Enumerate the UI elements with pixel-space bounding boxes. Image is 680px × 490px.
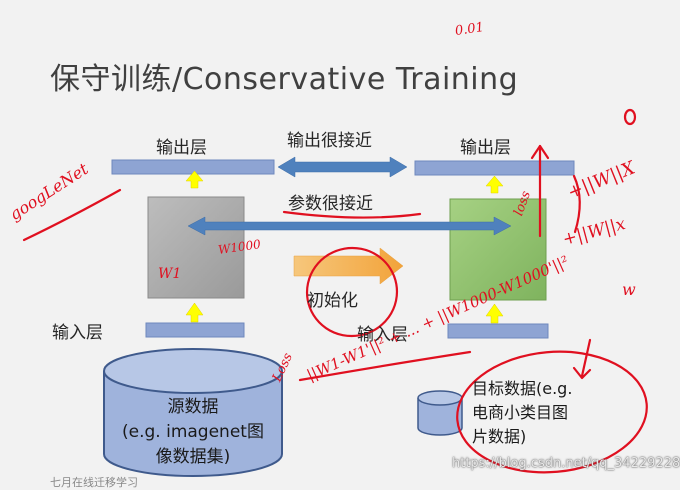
note-w-right-text: w [622,280,636,299]
initialize-label: 初始化 [307,291,358,311]
source-data-text: 源数据 (e.g. imagenet图 像数据集) [104,395,282,470]
output-close-label: 输出很接近 [287,131,372,151]
bottom-arrow-mark [572,338,592,380]
right-curve-mark [572,174,581,234]
target-model-block [449,198,547,301]
source-model-block [147,196,245,299]
output-close-arrow-icon [277,156,408,178]
source-input-label: 输入层 [52,323,103,343]
target-output-arrow-icon [485,175,504,194]
source-output-label: 输出层 [156,138,207,158]
top-circle-mark [623,108,637,126]
target-input-label: 输入层 [357,325,408,345]
source-output-arrow-icon [185,170,204,189]
source-input-arrow-icon [185,302,204,323]
target-data-text: 目标数据(e.g. 电商小类目图 片数据) [472,377,592,449]
params-close-arrow-icon [187,216,512,236]
diagram-canvas [22,108,648,477]
target-data-example: 电商小类目图 [472,403,569,422]
watermark: https://blog.csdn.net/qq_34229228 [452,456,680,471]
note-w1-text: W1 [158,266,182,282]
target-data-circle-mark [456,350,648,474]
target-data-example-cont: 片数据) [472,427,527,446]
note-circle-text: 0 [622,104,623,105]
target-input-layer [447,323,549,339]
slide-title: 保守训练/Conservative Training [50,62,519,97]
target-input-arrow-icon [485,303,504,324]
source-data-example: (e.g. imagenet图 [122,422,264,442]
source-data-cylinder [103,348,283,477]
source-input-layer [145,322,245,338]
target-data-cylinder [417,390,463,436]
init-circle-mark [305,246,399,338]
params-close-label: 参数很接近 [288,194,373,214]
loss-arrow-head-icon [530,144,550,160]
source-data-example-cont: 像数据集) [155,447,231,467]
target-data-title: 目标数据(e.g. [472,379,573,398]
handwritten-annotations [22,108,648,474]
left-scribble-mark [22,188,122,242]
source-data-title: 源数据 [167,397,219,417]
init-arrow-icon [293,247,404,285]
target-output-layer [414,160,575,176]
source-output-layer [111,159,275,175]
slide: 保守训练/Conservative Training [6,20,680,489]
param-underline-mark [282,210,422,219]
formula-underline-mark [298,350,472,382]
footer-text: 七月在线迁移学习 [50,476,138,489]
target-output-label: 输出层 [460,138,511,158]
